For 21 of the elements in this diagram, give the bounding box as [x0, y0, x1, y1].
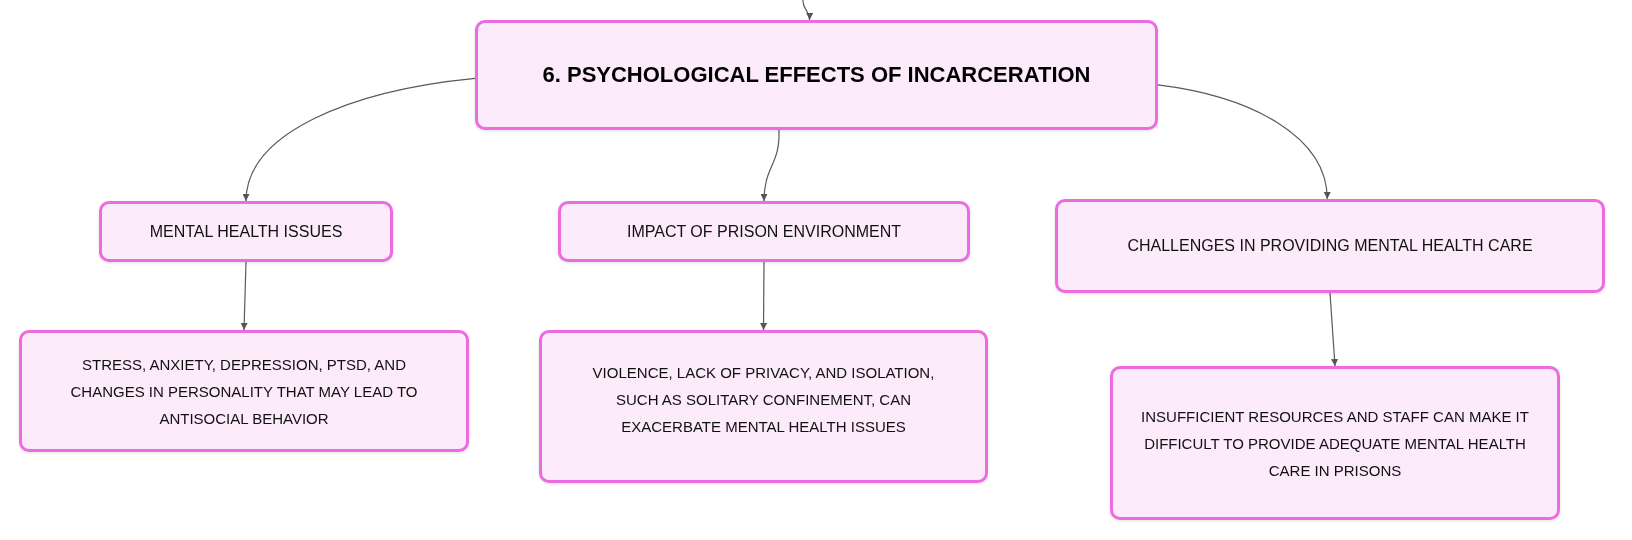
main-topic-box [475, 20, 1158, 130]
detail-text: STRESS, ANXIETY, DEPRESSION, PTSD, AND CHANGES IN PERSONALITY THAT MAY LEAD TO ANTISOCIAL BEHAVIOR [69, 354, 419, 429]
connector-arrow [243, 77, 476, 202]
detail-box [539, 330, 988, 483]
connector-arrow [1157, 84, 1330, 200]
detail-box [19, 330, 469, 452]
subtopic-label: MENTAL HEALTH ISSUES [149, 221, 343, 242]
subtopic-box [1055, 199, 1605, 293]
connector-arrow [760, 261, 768, 331]
subtopic-box [99, 201, 393, 262]
connector-arrow [240, 261, 248, 331]
detail-box [1110, 366, 1560, 520]
main-topic-title: 6. PSYCHOLOGICAL EFFECTS OF INCARCERATION [542, 61, 1091, 89]
subtopic-label: CHALLENGES IN PROVIDING MENTAL HEALTH CARE [1127, 236, 1533, 256]
detail-text: INSUFFICIENT RESOURCES AND STAFF CAN MAKE IT DIFFICULT TO PROVIDE ADEQUATE MENTAL HEALTH CARE IN PRISONS [1140, 406, 1530, 481]
detail-text: VIOLENCE, LACK OF PRIVACY, AND ISOLATION, SUCH AS SOLITARY CONFINEMENT, CAN EXACERBATE MENTAL HEALTH ISSUES [591, 363, 936, 437]
subtopic-label: IMPACT OF PRISON ENVIRONMENT [626, 221, 902, 242]
connector-arrow [802, 0, 813, 21]
connector-arrow [1329, 292, 1338, 367]
connector-arrow [760, 129, 780, 202]
subtopic-box [558, 201, 970, 262]
